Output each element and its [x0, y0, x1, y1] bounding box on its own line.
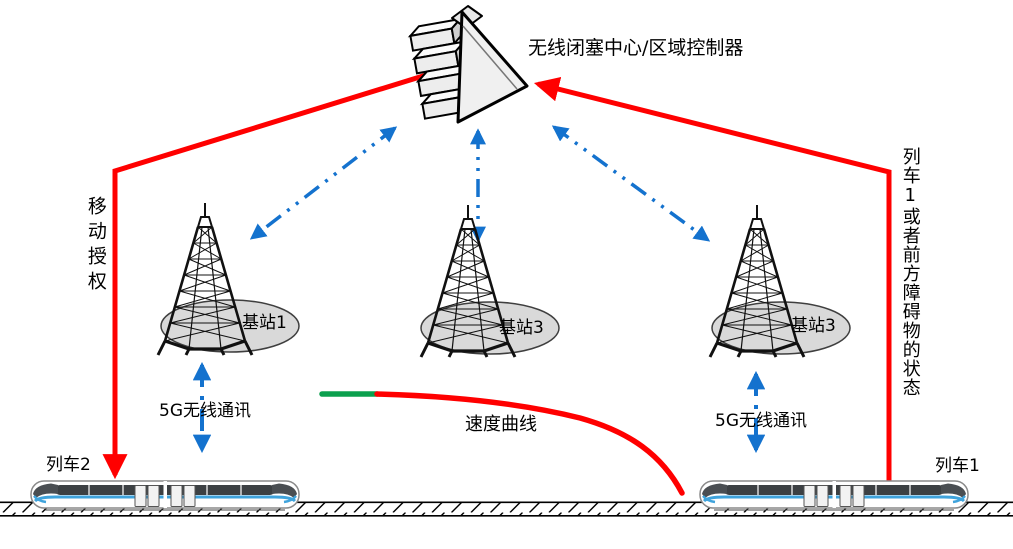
controller-bs3-link [551, 125, 711, 242]
base-station-1-label: 基站1 [242, 313, 287, 333]
train-1-label: 列车1 [935, 456, 980, 476]
movement-authority-arrow [102, 69, 437, 480]
base-station-3-label: 基站3 [791, 316, 836, 336]
controller-bs1-link [249, 126, 398, 240]
train-2-label: 列车2 [46, 455, 91, 475]
train-status-arrow [533, 76, 892, 487]
speed-curve-line [374, 391, 685, 496]
controller-label: 无线闭塞中心/区域控制器 [528, 37, 744, 59]
movement-authority-label: 移动授权 [84, 196, 107, 296]
ground-ellipse-bs1 [160, 299, 300, 353]
5g-comm-right-label: 5G无线通讯 [715, 411, 807, 431]
train-status-label: 列车1或者前方障碍物的状态 [899, 147, 921, 397]
speed-curve-label: 速度曲线 [465, 414, 537, 435]
emu-train-icon-right [698, 479, 970, 512]
5g-comm-left-label: 5G无线通讯 [159, 401, 251, 421]
emu-train-icon-left [29, 479, 301, 512]
base-station-2-label: 基站3 [499, 318, 544, 338]
rbc-server-icon [407, 5, 529, 124]
